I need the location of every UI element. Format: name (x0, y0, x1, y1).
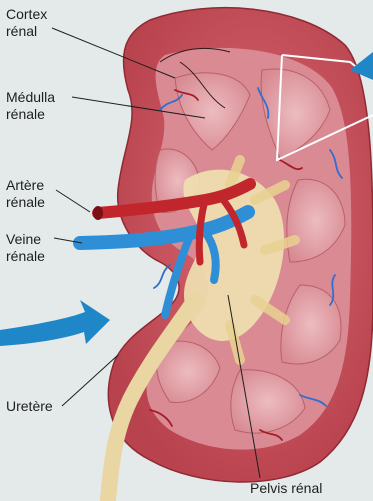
label-ureter: Uretère (6, 398, 53, 415)
label-artery-line2: rénale (6, 194, 45, 211)
label-artery-line1: Artère (6, 177, 45, 194)
label-cortex-line1: Cortex (6, 6, 47, 23)
label-vein-line2: rénale (6, 248, 45, 265)
label-vein: Veine rénale (6, 231, 45, 265)
label-vein-line1: Veine (6, 231, 45, 248)
label-artery: Artère rénale (6, 177, 45, 211)
label-medulla-line2: rénale (6, 106, 55, 123)
label-medulla: Médulla rénale (6, 89, 55, 123)
label-pelvis: Pelvis rénal (250, 480, 322, 497)
renal-artery-opening (93, 206, 103, 220)
label-cortex-line2: rénal (6, 23, 47, 40)
label-medulla-line1: Médulla (6, 89, 55, 106)
label-cortex: Cortex rénal (6, 6, 47, 40)
